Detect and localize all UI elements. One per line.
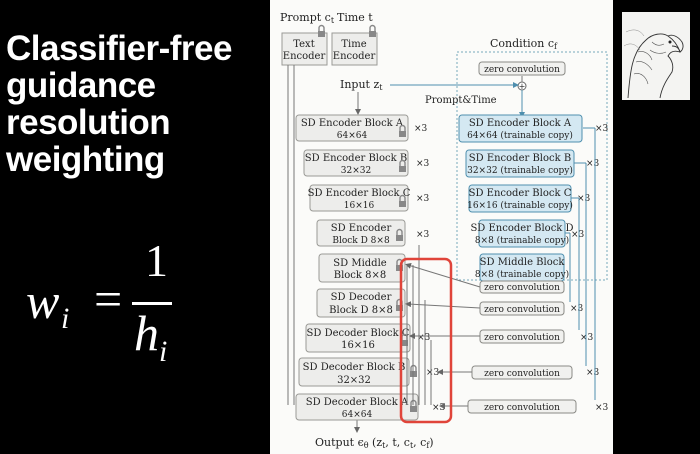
encoder-block-c-size: 16×16 (344, 201, 375, 211)
decoder-block-b (298, 357, 410, 387)
trainable-middle-name: SD Middle Block (480, 257, 566, 268)
encoder-block-c-name: SD Encoder Block C (308, 188, 411, 199)
trainable-block-b-size: 32×32 (trainable copy) (467, 165, 573, 176)
condition-label: Condition cf (490, 37, 558, 51)
repeat-label: ×3 (416, 230, 430, 240)
encoder-block-d (316, 219, 406, 247)
encoder-block-a-name: SD Encoder Block A (301, 118, 404, 129)
decoder-block-d-name: SD Decoder (331, 292, 392, 303)
encoder-block-d-name: SD Encoder (331, 223, 392, 234)
trainable-block-c-size: 16×16 (trainable copy) (467, 200, 573, 211)
decoder-block-c-name: SD Decoder Block C (307, 328, 410, 339)
time-encoder-line2: Encoder (333, 51, 376, 62)
time-label: Time t (337, 11, 373, 24)
formula-numerator: 1 (145, 235, 168, 286)
decoder-block-a (295, 393, 419, 421)
repeat-label: ×3 (416, 194, 430, 204)
repeat-label: ×3 (426, 368, 440, 378)
eagle-sketch-icon (623, 29, 684, 99)
weighting-formula: w i = 1 hi (26, 232, 226, 368)
eagle-sketch-thumbnail (622, 12, 690, 100)
formula-lhs-subscript: i (61, 302, 70, 335)
formula-denominator: hi (134, 304, 167, 369)
decoder-block-d (316, 288, 406, 318)
decoder-block-b-size: 32×32 (337, 375, 371, 386)
trainable-block-b-name: SD Encoder Block B (469, 153, 571, 164)
repeat-label: ×3 (580, 333, 594, 343)
slide-title: Classifier-free guidance resolution weig… (6, 30, 264, 178)
formula-equals: = (94, 271, 123, 327)
repeat-label: ×3 (570, 304, 584, 314)
zero-convolution (478, 61, 566, 76)
encoder-block-d-size: Block D 8×8 (332, 236, 390, 246)
repeat-label: ×3 (595, 124, 609, 134)
decoder-block-b-name: SD Decoder Block B (303, 362, 406, 373)
trainable-middle-size: 8×8 (trainable copy) (475, 269, 569, 280)
time-encoder-box (331, 32, 378, 66)
encoder-block-a-size: 64×64 (337, 131, 368, 141)
title-line: guidance (6, 66, 156, 105)
encoder-block-b-name: SD Encoder Block B (305, 153, 407, 164)
repeat-label: ×3 (432, 403, 446, 413)
input-label: Input zt (340, 78, 383, 92)
lock-icon (368, 24, 377, 38)
decoder-block-d-size: Block D 8×8 (329, 305, 393, 316)
trainable-block-d-size: 8×8 (trainable copy) (475, 235, 569, 246)
text-encoder-line1: Text (293, 39, 314, 50)
repeat-label: ×3 (417, 333, 431, 343)
prompt-time-label: Prompt&Time (425, 95, 497, 106)
trainable-block-c-name: SD Encoder Block C (469, 188, 572, 199)
encoder-block-b (303, 149, 409, 177)
zero-conv-arrow (405, 301, 481, 309)
highlight-box (399, 257, 453, 424)
controlnet-figure: Prompt ct Time t Text Encoder Time Encod… (270, 0, 613, 454)
formula-lhs: w (26, 273, 60, 329)
architecture-diagram: Prompt ct Time t Text Encoder Time Encod… (280, 11, 609, 450)
zero-conv-label: zero convolution (484, 283, 560, 293)
trainable-block-a-size: 64×64 (trainable copy) (467, 130, 573, 141)
denominator-base: h (134, 305, 159, 361)
zero-conv-arrow (405, 263, 481, 288)
trainable-block-a-name: SD Encoder Block A (469, 118, 572, 129)
repeat-label: ×3 (416, 159, 430, 169)
lock-icon (317, 24, 326, 38)
repeat-label: ×3 (577, 194, 591, 204)
repeat-label: ×3 (414, 124, 428, 134)
trainable-block-d-name: SD Encoder Block D (470, 223, 573, 234)
repeat-label: ×3 (586, 368, 600, 378)
zero-conv-label: zero convolution (484, 305, 560, 315)
encoder-block-a (295, 114, 409, 142)
middle-block-name: SD Middle (333, 258, 386, 269)
encoder-block-b-size: 32×32 (341, 166, 371, 176)
denominator-subscript: i (159, 335, 168, 368)
zero-convolution (479, 301, 565, 316)
decoder-block-c-size: 16×16 (341, 340, 375, 351)
fraction-bar (132, 302, 172, 305)
repeat-label: ×3 (586, 159, 600, 169)
zero-conv-label: zero convolution (484, 403, 560, 413)
zero-conv-label: zero convolution (484, 65, 560, 75)
prompt-label: Prompt ct (280, 11, 335, 25)
title-line: weighting (6, 140, 165, 179)
text-encoder-box (281, 32, 328, 66)
plus-sign: + (519, 82, 526, 91)
title-line: Classifier-free (6, 29, 232, 68)
zero-conv-label: zero convolution (484, 333, 560, 343)
repeat-label: ×3 (571, 230, 585, 240)
output-label: Output ϵθ (zt, t, ct, cf) (315, 436, 434, 450)
trainable-block-a (458, 114, 583, 143)
decoder-block-a-name: SD Decoder Block A (306, 397, 409, 408)
time-encoder-line1: Time (341, 39, 366, 50)
title-line: resolution (6, 103, 171, 142)
text-encoder-line2: Encoder (283, 51, 326, 62)
repeat-label: ×3 (595, 403, 609, 413)
middle-block-size: Block 8×8 (334, 270, 387, 281)
middle-block (318, 253, 406, 283)
encoder-block-c (309, 184, 409, 212)
decoder-block-a-size: 64×64 (342, 410, 373, 420)
zero-conv-label: zero convolution (484, 369, 560, 379)
